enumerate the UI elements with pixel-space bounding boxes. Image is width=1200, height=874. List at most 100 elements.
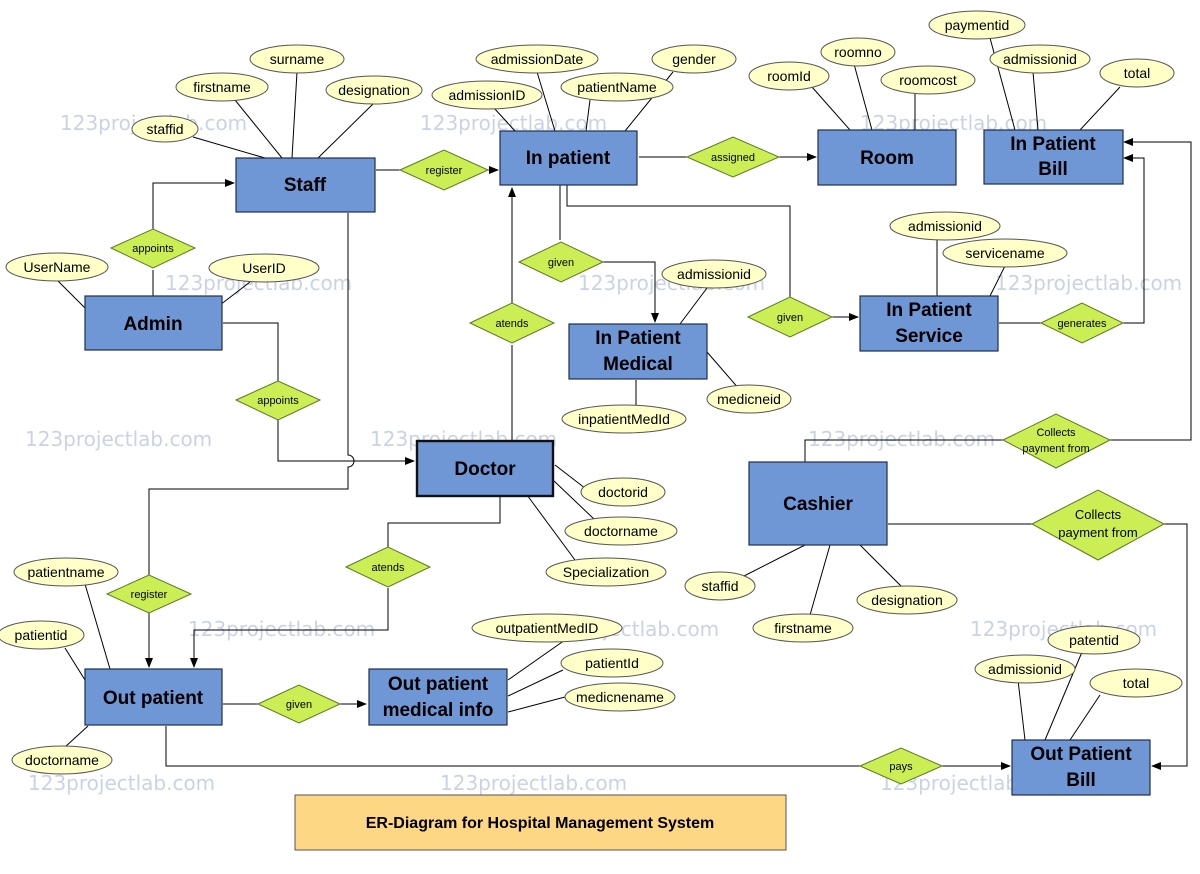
- relationship-given-medical: given: [517, 241, 605, 283]
- relationships: register appoints appoints assigned give…: [105, 136, 1166, 785]
- svg-text:patientid: patientid: [15, 627, 68, 643]
- svg-text:Staff: Staff: [284, 175, 327, 196]
- svg-text:Admin: Admin: [123, 314, 182, 335]
- relationship-register-staff: register: [398, 149, 490, 191]
- attribute-patientname: patientName: [560, 72, 674, 102]
- entity-inpatient: In patient: [499, 130, 638, 186]
- svg-text:firstname: firstname: [193, 79, 251, 95]
- attribute-roomid: roomId: [748, 61, 830, 91]
- svg-text:admissionid: admissionid: [677, 266, 751, 282]
- svg-text:staffid: staffid: [701, 578, 738, 594]
- relationship-collects-payment-inpatient: Collects payment from: [1001, 413, 1112, 469]
- attribute-userid: UserID: [208, 253, 320, 283]
- svg-text:paymentid: paymentid: [945, 17, 1010, 33]
- svg-text:doctorname: doctorname: [25, 752, 99, 768]
- relationship-atends-inpatient: atends: [468, 302, 556, 344]
- svg-text:roomcost: roomcost: [899, 72, 957, 88]
- relationship-atends-outpatient: atends: [344, 546, 432, 588]
- attribute-doctorid: doctorid: [580, 477, 666, 507]
- svg-text:doctorid: doctorid: [598, 484, 648, 500]
- svg-text:Out patient: Out patient: [388, 674, 489, 695]
- svg-text:total: total: [1123, 675, 1149, 691]
- svg-text:given: given: [777, 312, 803, 324]
- svg-text:UserName: UserName: [24, 259, 91, 275]
- svg-text:patientname: patientname: [27, 564, 104, 580]
- relationship-given-service: given: [746, 296, 834, 338]
- svg-text:generates: generates: [1058, 318, 1107, 330]
- svg-text:Room: Room: [860, 148, 914, 169]
- entity-staff: Staff: [235, 157, 376, 213]
- relationship-register-outpatient: register: [105, 574, 193, 614]
- relationship-assigned: assigned: [685, 136, 781, 178]
- svg-text:total: total: [1124, 65, 1150, 81]
- svg-text:In Patient: In Patient: [595, 328, 681, 349]
- svg-text:gender: gender: [672, 51, 716, 67]
- attribute-firstname: firstname: [175, 72, 269, 102]
- attribute-lines: [56, 37, 1121, 748]
- attribute-medicneid: medicneid: [706, 384, 792, 414]
- attribute-patientid: patientId: [560, 648, 664, 678]
- svg-text:admissionDate: admissionDate: [491, 51, 584, 67]
- relationship-appoints-staff: appoints: [109, 228, 197, 269]
- svg-text:Out patient: Out patient: [103, 688, 204, 709]
- attribute-admissionid: admissionid: [889, 211, 1001, 241]
- relationship-generates: generates: [1039, 302, 1125, 344]
- attribute-patientname: patientname: [13, 557, 119, 587]
- svg-text:In Patient: In Patient: [886, 300, 972, 321]
- svg-text:designation: designation: [338, 82, 410, 98]
- attribute-gender: gender: [651, 44, 737, 74]
- attribute-doctorname: doctorname: [564, 516, 678, 546]
- svg-text:appoints: appoints: [132, 243, 174, 255]
- svg-text:Out Patient: Out Patient: [1030, 744, 1132, 765]
- attribute-outpatientmedid: outpatientMedID: [471, 613, 623, 643]
- attribute-designation: designation: [856, 585, 958, 615]
- svg-text:register: register: [426, 165, 463, 177]
- attribute-admissiondate: admissionDate: [475, 44, 599, 74]
- attribute-admissionid: admissionid: [661, 259, 767, 289]
- svg-text:payment from: payment from: [1022, 443, 1089, 455]
- attribute-surname: surname: [249, 44, 345, 74]
- svg-text:admissionid: admissionid: [1003, 51, 1077, 67]
- svg-text:doctorname: doctorname: [584, 523, 658, 539]
- svg-text:admissionID: admissionID: [448, 87, 525, 103]
- entity-doctor: Doctor: [415, 439, 555, 498]
- attribute-paymentid: paymentid: [928, 10, 1026, 40]
- attribute-admissionid: admissionid: [989, 44, 1091, 74]
- svg-text:outpatientMedID: outpatientMedID: [496, 620, 599, 636]
- attribute-designation: designation: [325, 75, 423, 105]
- relationship-lines: [145, 138, 1192, 770]
- attribute-admissionid: admissionid: [974, 654, 1076, 684]
- svg-text:Cashier: Cashier: [783, 494, 853, 515]
- svg-text:Doctor: Doctor: [454, 459, 516, 480]
- attribute-medicnename: medicnename: [564, 682, 676, 712]
- svg-text:roomno: roomno: [834, 44, 882, 60]
- svg-text:given: given: [286, 699, 312, 711]
- watermark-text: 123projectlab.com: [25, 427, 212, 451]
- svg-text:atends: atends: [371, 562, 405, 574]
- entities: Staff Admin In patient Room In PatientBi…: [84, 129, 1151, 796]
- svg-text:UserID: UserID: [242, 260, 286, 276]
- attribute-servicename: servicename: [942, 238, 1068, 268]
- svg-text:staffid: staffid: [146, 121, 183, 137]
- attribute-staffid: staffid: [684, 571, 756, 601]
- watermark-text: 123projectlab.com: [440, 771, 627, 795]
- attribute-staffid: staffid: [131, 115, 199, 143]
- svg-text:surname: surname: [270, 51, 325, 67]
- entity-room: Room: [817, 129, 957, 186]
- relationship-given-outpatient: given: [256, 684, 342, 724]
- svg-text:admissionid: admissionid: [988, 661, 1062, 677]
- watermark-text: 123projectlab.com: [188, 617, 375, 641]
- svg-text:register: register: [131, 589, 168, 601]
- svg-text:In patient: In patient: [526, 148, 611, 169]
- attribute-doctorname: doctorname: [11, 745, 113, 775]
- svg-text:Bill: Bill: [1038, 159, 1068, 180]
- svg-text:servicename: servicename: [965, 245, 1045, 261]
- svg-text:admissionid: admissionid: [908, 218, 982, 234]
- watermark-text: 123projectlab.com: [808, 427, 995, 451]
- svg-text:Collects: Collects: [1036, 427, 1076, 439]
- attribute-roomcost: roomcost: [880, 65, 976, 95]
